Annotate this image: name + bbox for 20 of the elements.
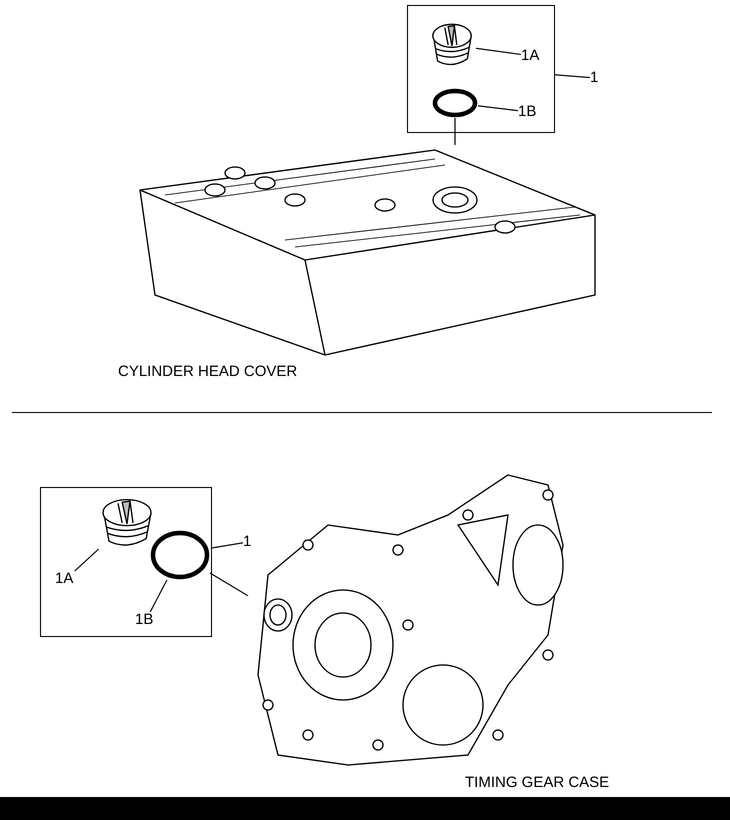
leader-line [150, 580, 168, 612]
part-name-label: CYLINDER HEAD COVER [118, 364, 298, 380]
leader-line [210, 572, 248, 596]
leader-line [476, 48, 522, 56]
callout-number: 1B [518, 104, 536, 120]
callout-number: 1B [135, 612, 154, 628]
leader-line [554, 74, 590, 78]
leader-line [74, 548, 100, 572]
leader-line [478, 105, 518, 112]
kit-frame [407, 5, 555, 133]
kit-frame [40, 487, 212, 637]
part-name-label: TIMING GEAR CASE [465, 775, 610, 791]
o-ring-drawing [432, 88, 478, 118]
callout-number: 1 [243, 534, 252, 550]
leader-line [454, 118, 456, 145]
o-ring-drawing [150, 530, 210, 580]
callout-number: 1 [590, 70, 598, 86]
callout-number: 1A [55, 571, 74, 587]
callout-number: 1A [521, 48, 540, 64]
leader-line [212, 542, 244, 548]
